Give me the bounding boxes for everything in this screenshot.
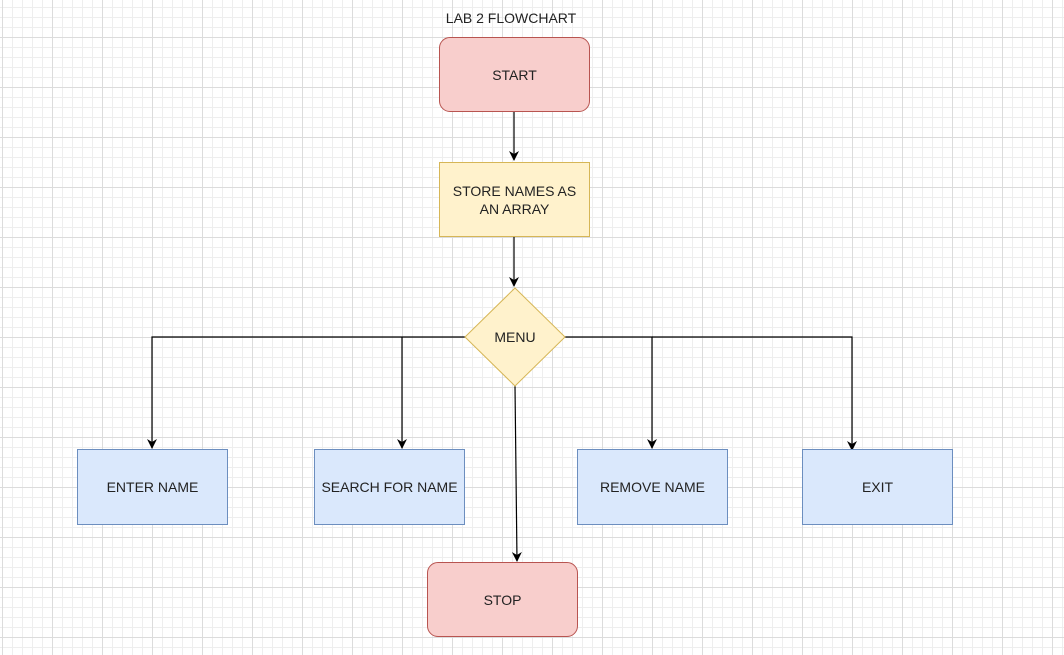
connector-menu-to-exit: [652, 336, 857, 451]
menu-decision-shape[interactable]: [464, 287, 566, 387]
start-node[interactable]: START: [439, 37, 590, 112]
enter-name-node[interactable]: ENTER NAME: [77, 449, 228, 525]
stop-node[interactable]: STOP: [427, 562, 578, 637]
remove-name-node[interactable]: REMOVE NAME: [577, 449, 728, 525]
search-for-name-node[interactable]: SEARCH FOR NAME: [314, 449, 465, 525]
exit-node[interactable]: EXIT: [802, 449, 953, 525]
menu-decision-label: MENU: [494, 329, 536, 345]
diagram-title: LAB 2 FLOWCHART: [445, 10, 577, 26]
connector-menu-to-enter-name: [147, 336, 465, 449]
store-names-node[interactable]: STORE NAMES AS AN ARRAY: [439, 162, 590, 237]
connector-menu-to-remove-name: [565, 336, 657, 449]
connector-menu-to-stop: [511, 385, 522, 562]
